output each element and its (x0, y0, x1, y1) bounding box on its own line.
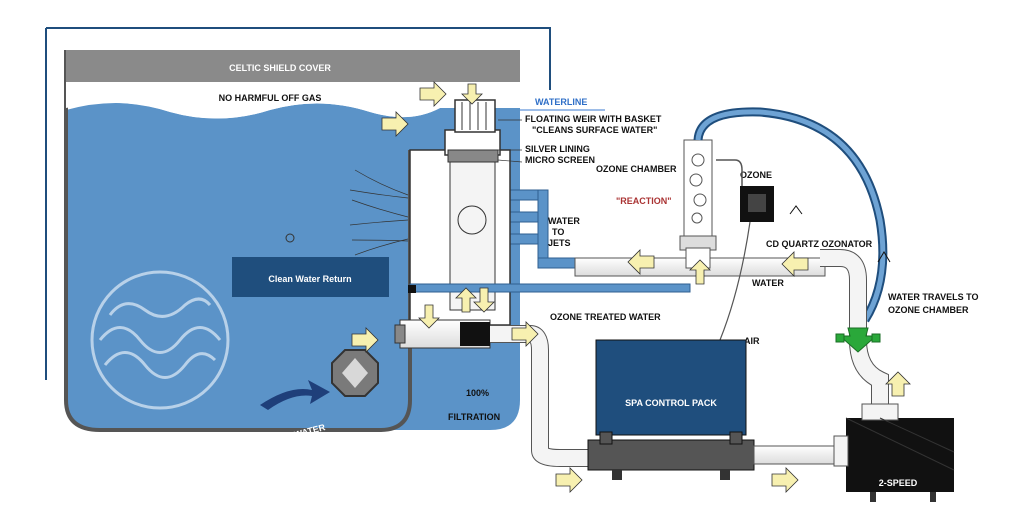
ozone-chamber-label: OZONE CHAMBER (596, 164, 677, 174)
filter-flow-arrows (418, 287, 495, 329)
celtic-swirl-logo (90, 270, 230, 410)
water-to-jets-1: WATER (548, 216, 580, 226)
two-speed-label: 2-SPEED (879, 478, 918, 488)
arrow-up-icon (877, 251, 891, 263)
water-to-jets-2: TO (552, 227, 564, 237)
lower-riser (850, 339, 888, 410)
check-valve-icon (835, 327, 881, 353)
ozone-treated-water-label: OZONE TREATED WATER (550, 312, 661, 322)
water-travels-1: WATER TRAVELS TO (888, 292, 979, 302)
clean-water-return-label: Clean Water Return (268, 274, 351, 284)
waterline-label: WATERLINE (535, 97, 587, 107)
filtration-label: FILTRATION (448, 412, 500, 422)
arrow-up-icon (789, 205, 803, 215)
spa-control-pack (587, 339, 755, 480)
jet-fitting (331, 349, 379, 397)
flow-arrow-left-icon (627, 249, 655, 275)
jet-spray (349, 169, 409, 256)
flow-arrow-left-icon (781, 251, 809, 277)
air-label: AIR (744, 336, 760, 346)
off-gas-label: NO HARMFUL OFF GAS (219, 93, 322, 103)
air-line (719, 221, 751, 341)
flow-arrow-right-icon (419, 81, 447, 107)
filtration-pct-label: 100% (466, 388, 489, 398)
pump-inlet-pipe (753, 445, 837, 465)
flow-arrow-right-icon (381, 111, 409, 137)
silver-lining-label: SILVER LINING (525, 144, 590, 154)
water-to-jets-3: JETS (548, 238, 571, 248)
flow-arrow-right-icon (511, 321, 539, 347)
flow-arrow-right-icon (555, 467, 583, 493)
flow-arrows (351, 81, 911, 493)
two-speed-pump (833, 403, 955, 502)
skimmer-filter (394, 99, 691, 349)
ozone-label: OZONE (740, 170, 772, 180)
spa-shell (64, 50, 412, 432)
water-travels-2: OZONE CHAMBER (888, 305, 969, 315)
clean-water-return-box (232, 257, 389, 297)
water-label: WATER (752, 278, 784, 288)
flow-arrow-right-icon (771, 467, 799, 493)
air-gap (66, 82, 520, 119)
reaction-label: "REACTION" (616, 196, 672, 206)
flow-arrow-up-icon (689, 259, 711, 285)
riser-pipe (820, 250, 866, 340)
weir-label-line1: FLOATING WEIR WITH BASKET (525, 114, 662, 124)
micro-screen-label: MICRO SCREEN (525, 155, 595, 165)
hose-direction-arrows (789, 205, 891, 263)
ozone-line (716, 159, 743, 186)
ozone-hose-inner (695, 109, 886, 322)
spa-control-pack-label: SPA CONTROL PACK (625, 398, 717, 408)
weir-label-line2: "CLEANS SURFACE WATER" (532, 125, 657, 135)
flow-arrow-right-icon (351, 327, 379, 353)
drain-icon (285, 233, 295, 243)
ozonator-window (748, 194, 766, 212)
cd-quartz-label: CD QUARTZ OZONATOR (766, 239, 873, 249)
cover-label: CELTIC SHIELD COVER (229, 63, 331, 73)
intake-arrow-icon (260, 380, 330, 410)
ozone-chamber (679, 139, 717, 269)
flow-arrow-up-icon (885, 371, 911, 397)
celtic-shield-cover (66, 50, 520, 82)
flow-arrow-down-icon (461, 83, 483, 105)
spa-outer-wall (46, 27, 551, 90)
